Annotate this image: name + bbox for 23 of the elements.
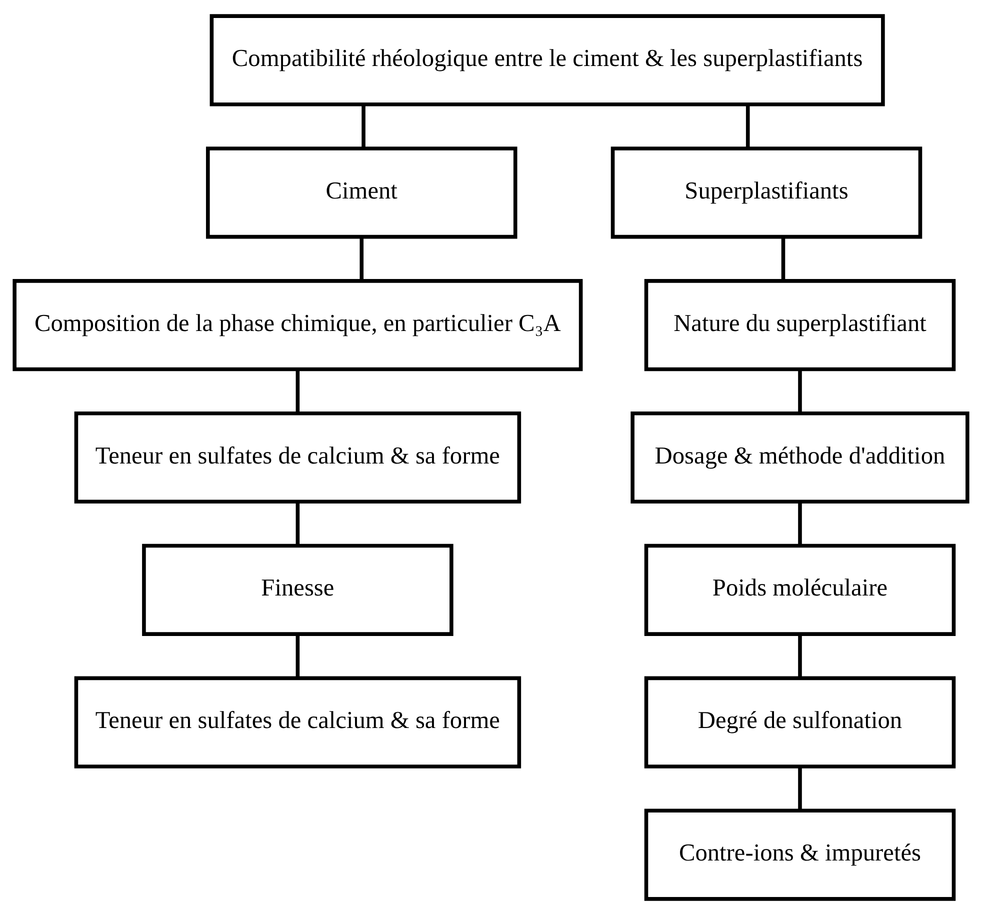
node-box: Poids moléculaire [644,544,956,636]
connector [362,105,366,148]
node-box: Contre-ions & impuretés [644,808,956,901]
connector [798,502,802,546]
node-box: Teneur en sulfates de calcium & sa forme [74,411,522,504]
connector [798,370,802,414]
node-box: Dosage & méthode d'addition [630,411,970,504]
connector [798,634,802,678]
node-box: Superplastifiants [610,146,922,239]
node-box: Teneur en sulfates de calcium & sa forme [74,676,522,768]
node-box: Degré de sulfonation [644,676,956,768]
node-box: Nature du superplastifiant [644,279,956,372]
node-box: Ciment [206,146,518,239]
connector [798,767,802,810]
connector [296,634,300,678]
node-box: Composition de la phase chimique, en particulier C₃A [12,279,583,372]
connector [296,370,300,414]
connector [781,237,786,281]
connector [360,237,364,281]
connector [746,105,750,148]
node-box: Finesse [142,544,454,636]
connector [296,502,300,546]
node-box: Compatibilité rhéologique entre le ciment & les superplastifiants [210,14,885,106]
